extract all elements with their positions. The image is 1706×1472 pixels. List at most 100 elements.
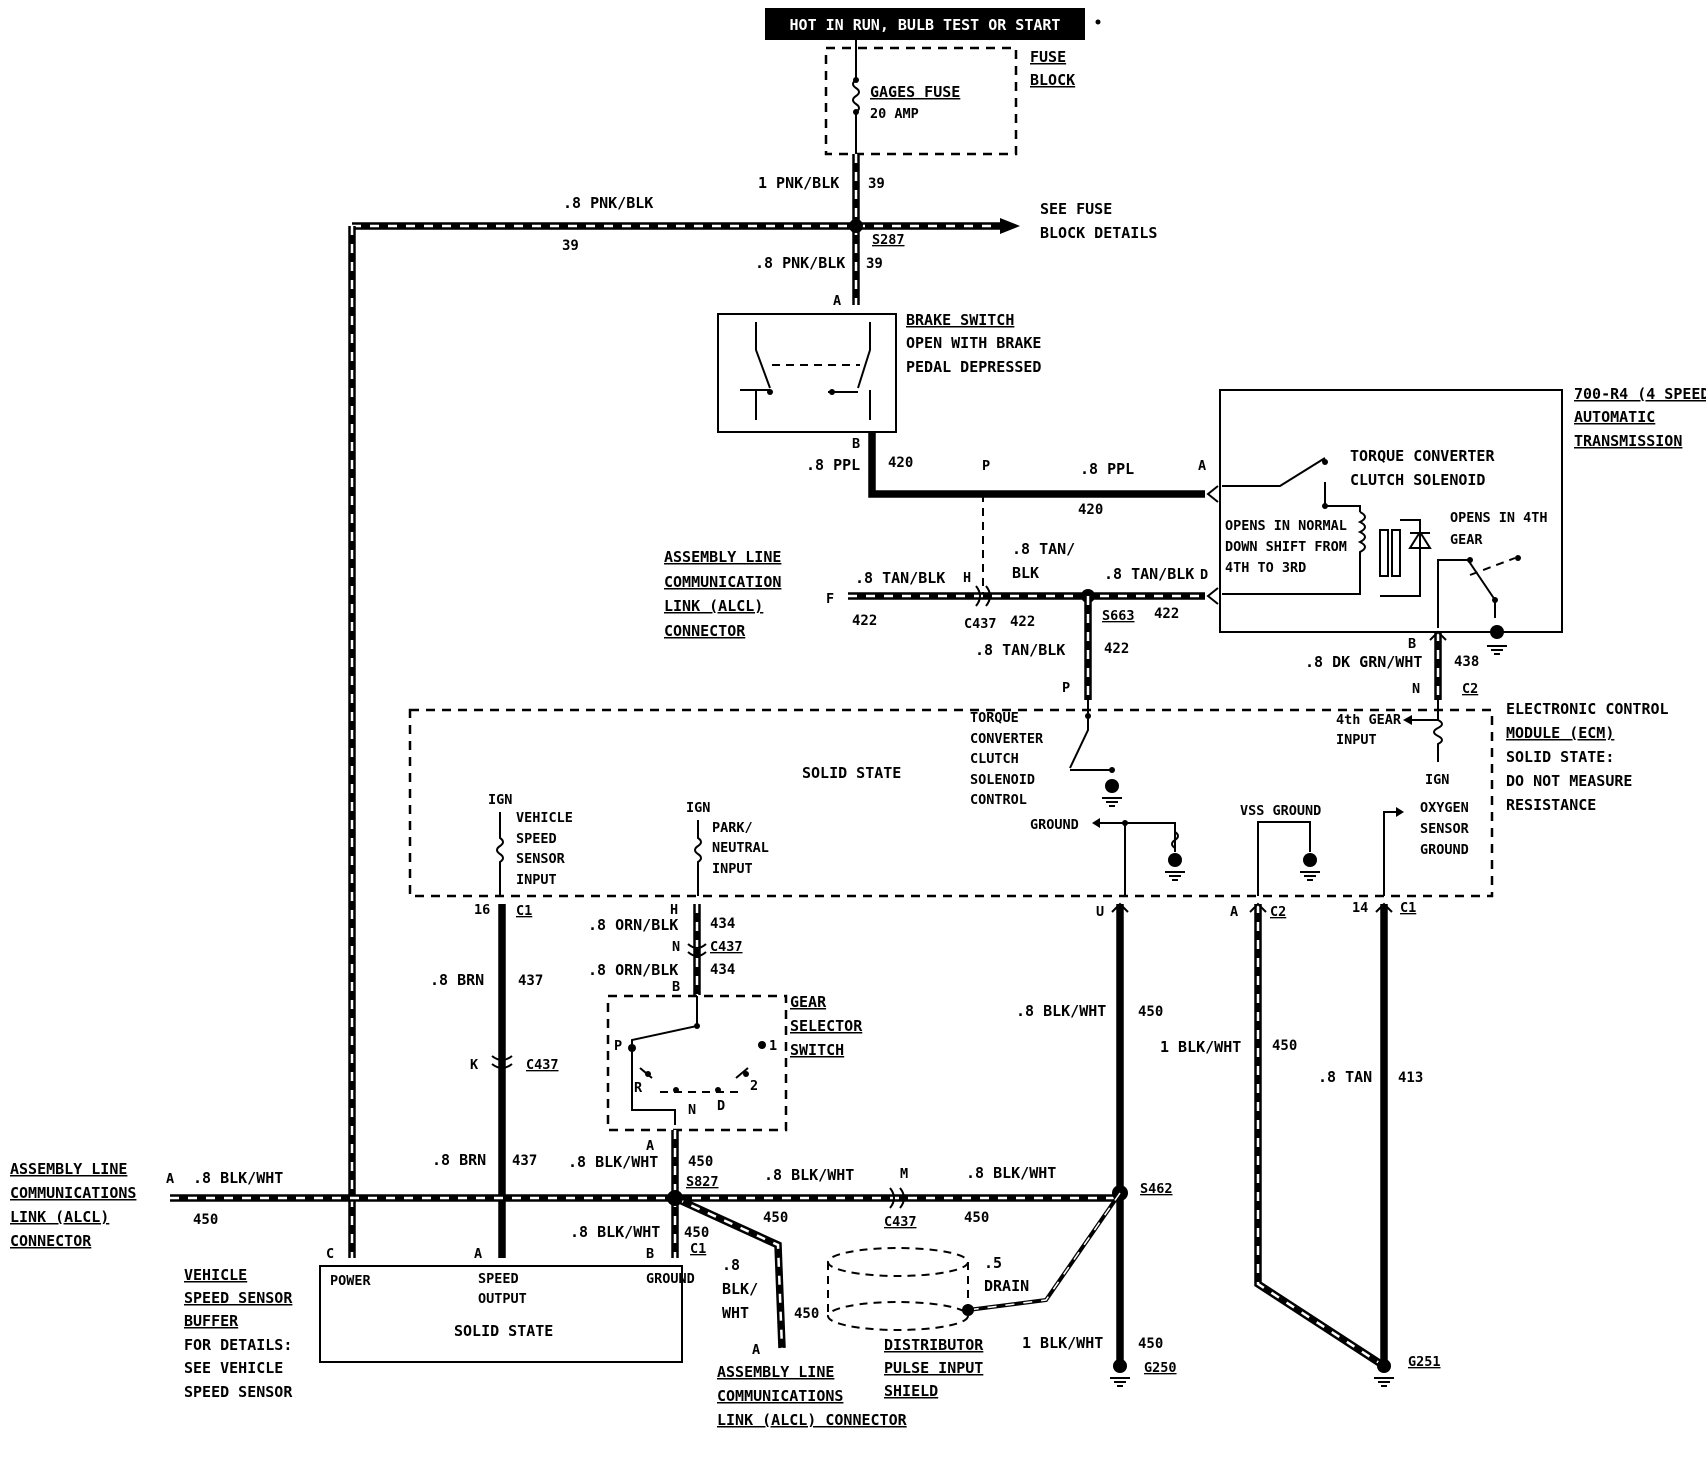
ecm-ign-label-2: IGN — [686, 800, 710, 816]
alcl-bottom-label-3: LINK (ALCL) CONNECTOR — [717, 1411, 908, 1429]
gear-position-d: D — [717, 1098, 725, 1114]
connector-c437-label-a: C437 — [964, 616, 997, 632]
pin-f-alcl: F — [826, 591, 834, 607]
splice-s663-label: S663 — [1102, 608, 1135, 624]
connector-c437-label-d: C437 — [884, 1214, 917, 1230]
pin-k-c437: K — [470, 1057, 479, 1073]
ecm-tcc-switch — [1069, 700, 1110, 771]
gear-position-1: 1 — [769, 1038, 777, 1054]
alcl-top-label-4: CONNECTOR — [664, 622, 746, 640]
wire-label-orn-blk-a: .8 ORN/BLK — [588, 916, 678, 934]
circuit-450-label-f: 450 — [794, 1306, 819, 1322]
wire-450-bus — [170, 1130, 1120, 1349]
pin-a-tcc: A — [1198, 458, 1206, 474]
power-bar: HOT IN RUN, BULB TEST OR START — [765, 8, 1085, 40]
pin-a-gear: A — [646, 1138, 654, 1154]
ecm-box — [408, 708, 1494, 898]
alcl-left-label-4: CONNECTOR — [10, 1232, 92, 1250]
pin-a-alcl-left: A — [166, 1171, 174, 1187]
pin-16: 16 — [474, 902, 490, 918]
wire-label-brn-b: .8 BRN — [432, 1151, 486, 1169]
distributor-label-3: SHIELD — [884, 1382, 938, 1400]
ecm-park-neutral-label-3: INPUT — [712, 861, 753, 877]
fuse-block-box — [824, 46, 1018, 156]
connector-c1-label-b: C1 — [1400, 900, 1416, 916]
ecm-vss-ground-label: VSS GROUND — [1240, 803, 1321, 819]
tcc-solenoid-label: TORQUE CONVERTER — [1350, 447, 1495, 465]
pin-h-conn: H — [963, 570, 971, 586]
wire-label-tan-blk-a: .8 TAN/BLK — [855, 569, 945, 587]
vss-buffer-label-5: SEE VEHICLE — [184, 1359, 283, 1377]
wire-label-blk-wht-c: .8 BLK/WHT — [764, 1166, 854, 1184]
vss-buffer-power: POWER — [330, 1273, 372, 1289]
4th-gear-switch — [1437, 559, 1496, 628]
splice-s462-label: S462 — [1140, 1181, 1173, 1197]
ecm-vss-input-label: VEHICLE — [516, 810, 573, 826]
see-fuse-label-2: BLOCK DETAILS — [1040, 224, 1157, 242]
circuit-413-label: 413 — [1398, 1070, 1423, 1086]
alcl-top-label: ASSEMBLY LINE — [664, 548, 781, 566]
vss-buffer-speed: SPEED — [478, 1271, 519, 1287]
circuit-450-label-g: 450 — [1138, 1004, 1163, 1020]
transmission-label-2: AUTOMATIC — [1574, 408, 1655, 426]
pin-b-438: B — [1408, 636, 1416, 652]
wire-label-ppl-b: .8 PPL — [1080, 460, 1134, 478]
circuit-438-label: 438 — [1454, 654, 1479, 670]
circuit-450-label-b: 450 — [688, 1154, 713, 1170]
ecm-label-4: DO NOT MEASURE — [1506, 772, 1632, 790]
gear-position-2: 2 — [750, 1078, 758, 1094]
pin-p-ecm: P — [1062, 680, 1070, 696]
solenoid-coil-icon — [1222, 511, 1366, 595]
ecm-tcc-label-4: SOLENOID — [970, 772, 1035, 788]
ecm-tcc-label-2: CONVERTER — [970, 731, 1044, 747]
ecm-park-neutral-label: PARK/ — [712, 820, 753, 836]
pin-14: 14 — [1352, 900, 1368, 916]
ecm-park-neutral-label-2: NEUTRAL — [712, 840, 769, 856]
circuit-422-label-a: 422 — [852, 613, 877, 629]
ecm-o2-label-3: GROUND — [1420, 842, 1469, 858]
circuit-450-label-c: 450 — [763, 1210, 788, 1226]
alcl-bottom-label: ASSEMBLY LINE — [717, 1363, 834, 1381]
diode-icon — [1380, 519, 1432, 597]
opens-normal-label-2: DOWN SHIFT FROM — [1225, 539, 1347, 555]
connector-c1-label-a: C1 — [516, 903, 532, 919]
vss-buffer-label-3: BUFFER — [184, 1312, 239, 1330]
ecm-tcc-label: TORQUE — [970, 710, 1019, 726]
vss-buffer-speed-2: OUTPUT — [478, 1291, 527, 1307]
pin-p-conn: P — [982, 458, 990, 474]
ecm-4th-gear-input — [1412, 700, 1443, 762]
opens-4th-label-2: GEAR — [1450, 532, 1483, 548]
gear-selector-label-2: SELECTOR — [790, 1017, 863, 1035]
alcl-top-label-2: COMMUNICATION — [664, 573, 781, 591]
ecm-label-2: MODULE (ECM) — [1506, 724, 1614, 742]
wire-label-tan-blk-b2: BLK — [1012, 564, 1039, 582]
pin-n-c437: N — [672, 939, 680, 955]
alcl-left-label-2: COMMUNICATIONS — [10, 1184, 136, 1202]
connector-c437-n — [687, 943, 707, 957]
splice-s287 — [849, 219, 863, 233]
ground-g251 — [1377, 1359, 1391, 1373]
opens-normal-label: OPENS IN NORMAL — [1225, 518, 1347, 534]
pin-a-alcl-bottom: A — [752, 1342, 760, 1358]
ecm-ground-line — [1096, 822, 1179, 896]
circuit-450-label-e: 450 — [684, 1225, 709, 1241]
vss-buffer-label: VEHICLE — [184, 1266, 247, 1284]
wire-label-blk-wht-g: 1 BLK/WHT — [1022, 1334, 1103, 1352]
opens-normal-label-3: 4TH TO 3RD — [1225, 560, 1306, 576]
alcl-left-label-3: LINK (ALCL) — [10, 1208, 109, 1226]
ecm-o2-label-2: SENSOR — [1420, 821, 1470, 837]
ecm-label-3: SOLID STATE: — [1506, 748, 1614, 766]
gear-position-n: N — [688, 1102, 696, 1118]
ecm-vss-ground-line — [1257, 821, 1311, 896]
brake-switch-label: BRAKE SWITCH — [906, 311, 1014, 329]
gear-position-r: R — [634, 1080, 643, 1096]
ecm-o2-ground-line — [1383, 811, 1400, 896]
vss-buffer-label-4: FOR DETAILS: — [184, 1336, 292, 1354]
wire-label-tan-blk-b: .8 TAN/ — [1012, 540, 1075, 558]
ecm-park-neutral-line — [694, 820, 702, 896]
alcl-bottom-label-2: COMMUNICATIONS — [717, 1387, 843, 1405]
transmission-box — [1219, 389, 1563, 633]
ecm-tcc-label-3: CLUTCH — [970, 751, 1019, 767]
wire-label-blk-wht-a: .8 BLK/WHT — [193, 1169, 283, 1187]
drain-label: .5 — [984, 1254, 1002, 1272]
